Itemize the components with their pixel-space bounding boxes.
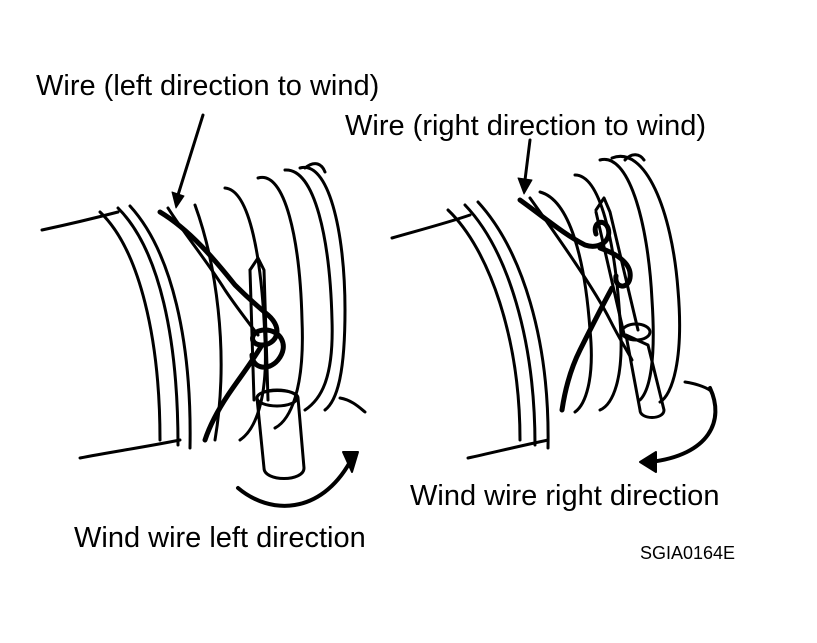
right-callout-leader <box>525 140 530 180</box>
right-hose-lip-bottom <box>685 382 712 392</box>
right-wind-arrow-head <box>640 452 656 472</box>
right-tool-rod <box>596 198 638 330</box>
left-callout-arrowhead <box>172 192 184 208</box>
right-hose-ridge-3 <box>600 159 653 400</box>
left-hose-ridge-3 <box>258 177 302 428</box>
right-flange-outer <box>448 210 520 440</box>
right-flange-inner2 <box>478 202 548 448</box>
right-flange-inner <box>465 205 535 445</box>
left-tool-rod <box>250 258 268 400</box>
left-hose-assembly <box>42 115 365 506</box>
left-hose-rim <box>300 167 345 410</box>
left-flange-inner2 <box>130 206 190 448</box>
left-hose-ridge-4 <box>285 170 332 410</box>
left-wind-arrow <box>238 462 350 506</box>
left-wire-strand <box>168 208 258 335</box>
left-pipe-bottom-edge <box>80 440 180 458</box>
right-hose-lip-top <box>625 155 644 160</box>
left-callout-leader <box>178 115 203 195</box>
right-hose-assembly <box>392 140 715 472</box>
right-wind-arrow <box>650 388 715 462</box>
figure-code: SGIA0164E <box>640 543 736 563</box>
wire-right-callout: Wire (right direction to wind) <box>345 110 706 142</box>
wind-left-caption: Wind wire left direction <box>74 522 366 554</box>
left-wind-arrow-head <box>343 452 358 472</box>
right-callout-arrowhead <box>518 178 532 194</box>
right-wire-strand <box>530 198 632 360</box>
wind-right-caption: Wind wire right direction <box>410 480 720 512</box>
left-tool-handle-top <box>257 390 297 406</box>
left-flange-inner <box>118 208 178 445</box>
left-flange-outer <box>100 212 160 440</box>
left-tool-rod-edge <box>250 270 254 400</box>
left-pipe-top-edge <box>42 212 118 230</box>
right-pipe-top-edge <box>392 215 470 238</box>
right-tool-rod-edge <box>596 212 624 334</box>
right-hose-ridge-1 <box>540 192 591 412</box>
right-hose-rim <box>612 156 680 402</box>
right-pipe-bottom-edge <box>468 440 548 458</box>
left-hose-lip-top <box>305 164 325 172</box>
wire-left-callout: Wire (left direction to wind) <box>36 70 380 102</box>
left-hose-lip-bottom <box>340 398 365 412</box>
right-tool-handle <box>626 335 664 418</box>
